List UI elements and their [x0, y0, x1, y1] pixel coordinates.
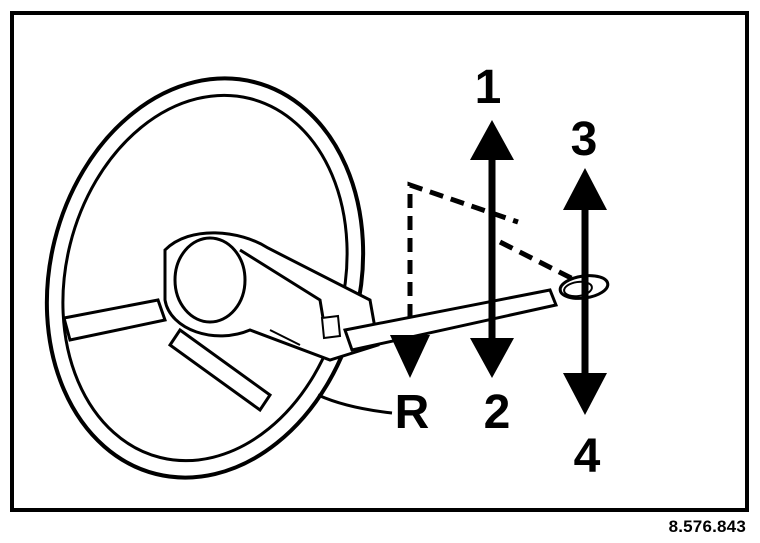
label-reverse: R	[395, 386, 430, 439]
label-position-4: 4	[574, 430, 601, 483]
reverse-arrow-icon	[390, 335, 430, 378]
reference-code: 8.576.843	[668, 517, 746, 536]
reverse-path-dashed	[390, 181, 577, 378]
steering-wheel-icon	[44, 76, 393, 480]
arrow-down-2-icon	[470, 338, 514, 378]
arrow-up-1-icon	[470, 120, 514, 160]
label-position-3: 3	[571, 113, 598, 166]
shift-arrow-3-4	[563, 168, 607, 415]
diagram-border	[10, 11, 749, 512]
arrow-down-4-icon	[563, 373, 607, 415]
label-position-1: 1	[475, 61, 502, 114]
label-position-2: 2	[484, 386, 511, 439]
shift-arrow-1-2	[470, 120, 514, 378]
arrow-up-3-icon	[563, 168, 607, 210]
